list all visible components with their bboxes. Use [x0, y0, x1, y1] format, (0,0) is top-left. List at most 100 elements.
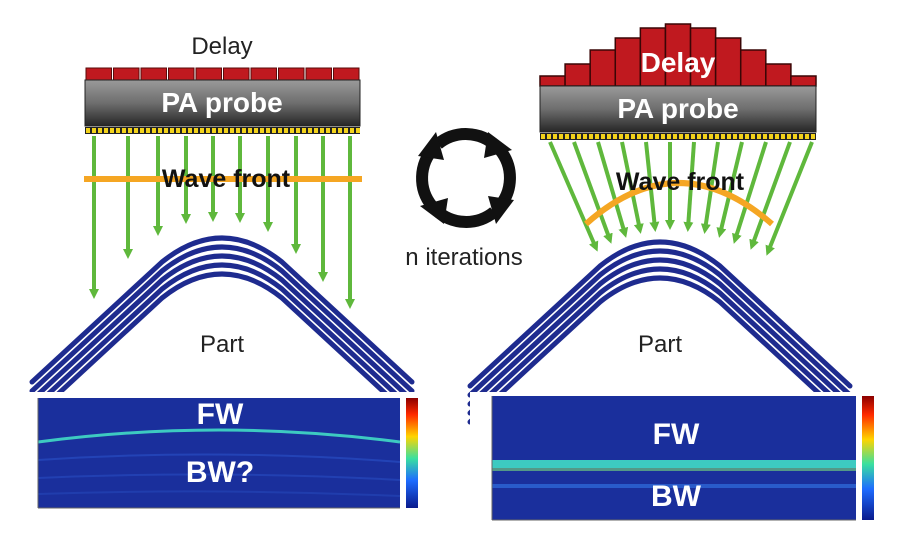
- probe-element: [727, 134, 731, 139]
- probe-element: [302, 128, 306, 133]
- ray-arrow: [749, 141, 792, 250]
- left-pa-probe: [84, 79, 361, 127]
- left-delay-bar: [223, 67, 250, 81]
- probe-element: [607, 134, 611, 139]
- left-delay-bar: [140, 67, 167, 81]
- probe-element: [350, 128, 354, 133]
- right-pa-probe: [539, 85, 817, 133]
- probe-element: [236, 128, 240, 133]
- left-image-bw-label: BW?: [186, 456, 254, 489]
- probe-element: [667, 134, 671, 139]
- left-delay-bar: [278, 67, 305, 81]
- probe-element: [182, 128, 186, 133]
- probe-element: [571, 134, 575, 139]
- right-delay-bar: [589, 49, 617, 87]
- probe-element: [625, 134, 629, 139]
- probe-element: [553, 134, 557, 139]
- part-layer: [467, 275, 853, 425]
- ray-arrow: [548, 141, 599, 252]
- probe-element: [308, 128, 312, 133]
- left-delay-bar: [333, 67, 360, 81]
- probe-element: [811, 134, 815, 139]
- probe-element: [613, 134, 617, 139]
- probe-element: [589, 134, 593, 139]
- left-probe-label: PA probe: [161, 87, 282, 118]
- probe-element: [565, 134, 569, 139]
- probe-element: [763, 134, 767, 139]
- probe-element: [751, 134, 755, 139]
- probe-element: [116, 128, 120, 133]
- right-part-curve: [467, 239, 853, 425]
- part-layer: [467, 239, 853, 389]
- probe-element: [320, 128, 324, 133]
- probe-element: [272, 128, 276, 133]
- left-delay-bar: [195, 67, 222, 81]
- probe-element: [619, 134, 623, 139]
- probe-element: [715, 134, 719, 139]
- probe-element: [649, 134, 653, 139]
- right-delay-bar: [714, 37, 742, 87]
- left-panel: Delay PA probe Wave front Part FW BW?: [12, 33, 432, 544]
- probe-element: [284, 128, 288, 133]
- probe-element: [146, 128, 150, 133]
- part-layer: [29, 253, 415, 403]
- left-delay-bars: [85, 67, 360, 81]
- left-ultrasound-rays: [89, 136, 355, 309]
- probe-element: [200, 128, 204, 133]
- right-panel: Delay PA probe Wave front Part FW BW: [467, 23, 890, 544]
- probe-element: [356, 128, 360, 133]
- probe-element: [691, 134, 695, 139]
- probe-element: [769, 134, 773, 139]
- iteration-cycle: n iterations: [405, 128, 523, 271]
- probe-element: [188, 128, 192, 133]
- probe-element: [260, 128, 264, 133]
- probe-element: [278, 128, 282, 133]
- right-delay-title: Delay: [641, 47, 716, 78]
- probe-element: [745, 134, 749, 139]
- probe-element: [547, 134, 551, 139]
- probe-element: [559, 134, 563, 139]
- left-probe-elements: [85, 127, 360, 134]
- probe-element: [344, 128, 348, 133]
- ray-arrow: [572, 141, 613, 244]
- left-delay-bar: [85, 67, 112, 81]
- part-layer: [29, 244, 415, 394]
- probe-element: [673, 134, 677, 139]
- probe-element: [206, 128, 210, 133]
- ray-arrow: [620, 141, 644, 234]
- left-delay-bar: [250, 67, 277, 81]
- probe-element: [601, 134, 605, 139]
- ray-arrow: [765, 141, 814, 256]
- probe-element: [661, 134, 665, 139]
- probe-element: [122, 128, 126, 133]
- probe-element: [266, 128, 270, 133]
- right-delay-bar: [614, 37, 642, 87]
- probe-element: [583, 134, 587, 139]
- probe-element: [194, 128, 198, 133]
- right-part-label: Part: [638, 331, 682, 358]
- probe-element: [248, 128, 252, 133]
- right-delay-bar: [689, 27, 717, 87]
- left-part-curve: [29, 235, 415, 421]
- probe-element: [176, 128, 180, 133]
- probe-element: [290, 128, 294, 133]
- iterations-label: n iterations: [405, 244, 522, 271]
- part-layer: [29, 235, 415, 385]
- probe-element: [541, 134, 545, 139]
- probe-element: [224, 128, 228, 133]
- refresh-cycle-icon: [416, 128, 516, 228]
- probe-element: [757, 134, 761, 139]
- probe-element: [98, 128, 102, 133]
- probe-element: [212, 128, 216, 133]
- probe-element: [685, 134, 689, 139]
- probe-element: [164, 128, 168, 133]
- probe-element: [128, 128, 132, 133]
- probe-element: [314, 128, 318, 133]
- part-layer: [29, 271, 415, 421]
- right-wave-front-label: Wave front: [616, 168, 745, 196]
- probe-element: [254, 128, 258, 133]
- right-delay-bar: [539, 75, 566, 87]
- left-delay-bar: [113, 67, 140, 81]
- probe-element: [697, 134, 701, 139]
